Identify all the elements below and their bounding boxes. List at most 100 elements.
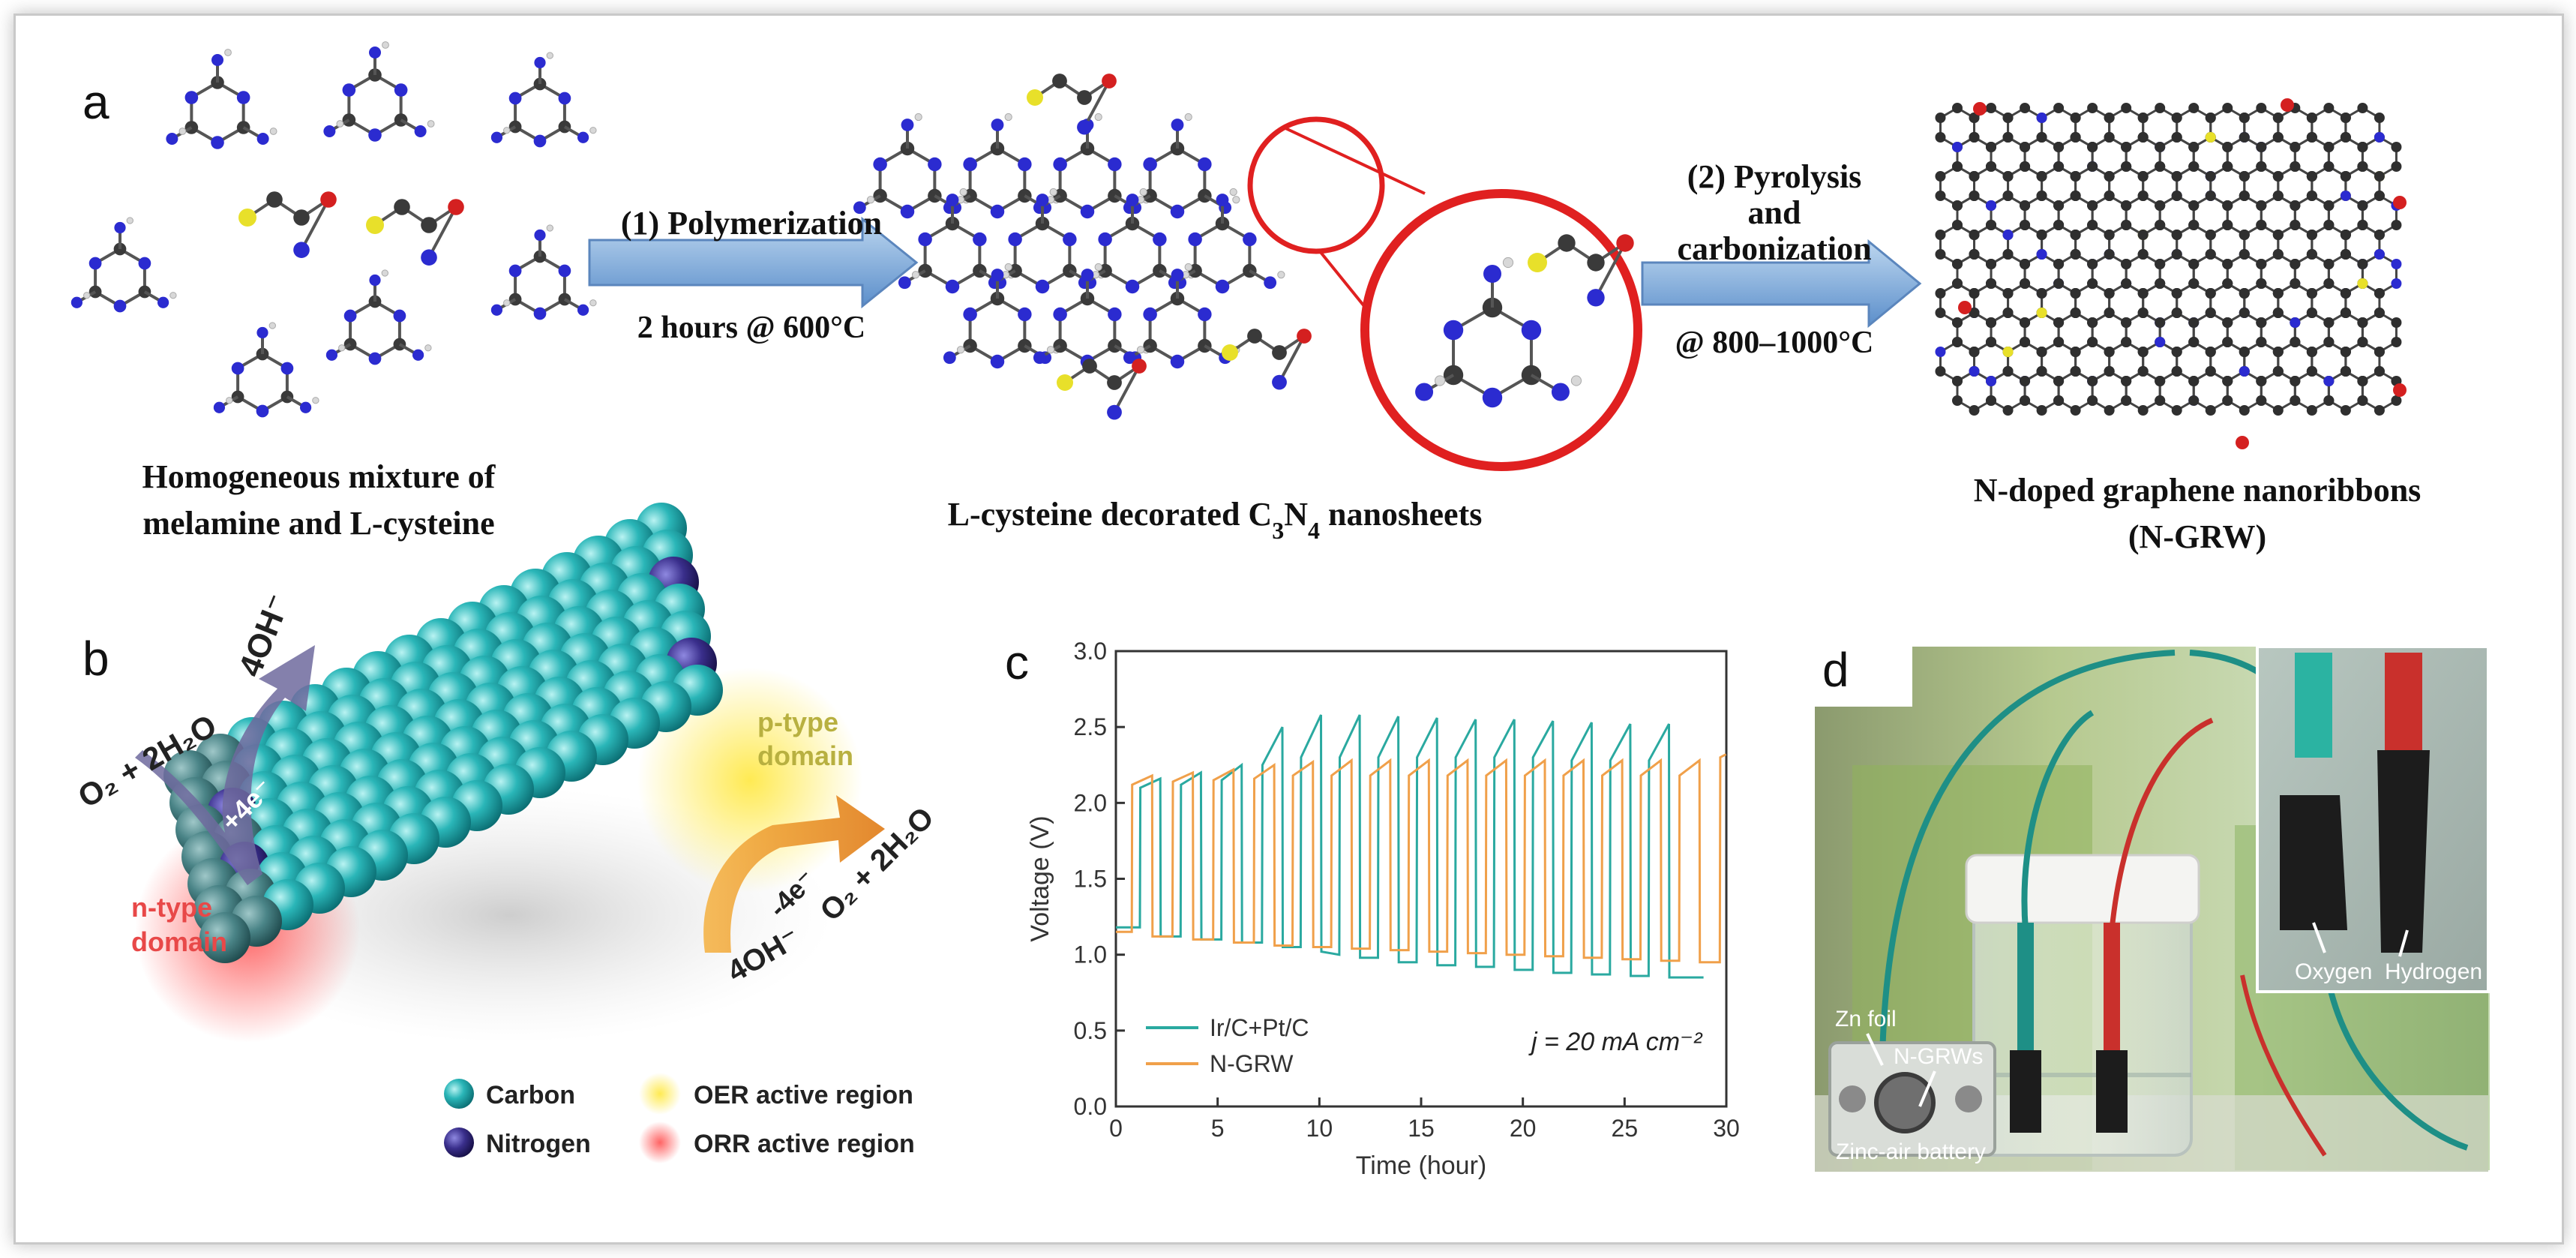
pyrolysis-condition: @ 800–1000°C xyxy=(1675,326,1874,360)
electrode-green xyxy=(2017,923,2034,1065)
x-tick-label: 15 xyxy=(1408,1115,1435,1142)
legend-carbon-label: Carbon xyxy=(486,1081,575,1109)
melamine-molecule xyxy=(490,224,597,320)
panel-a: a (1) Polymerization 2 hours @ 600°C (2)… xyxy=(70,41,2422,555)
zn-foil-pointer xyxy=(1866,1033,1884,1066)
pyrolysis-label-line2: and xyxy=(1748,194,1801,231)
panel-c-letter: c xyxy=(1005,635,1029,689)
triazine-unit xyxy=(943,263,1060,369)
polymerization-arrow xyxy=(588,216,919,309)
mixture-caption-line1: Homogeneous mixture of xyxy=(142,458,496,495)
zoom-triazine-molecule xyxy=(1415,234,1634,408)
zn-foil-label: Zn foil xyxy=(1835,1007,1897,1031)
jar-lid xyxy=(1965,854,2200,924)
pyrolysis-label-line3: carbonization xyxy=(1677,230,1871,267)
oxygen-group xyxy=(2393,383,2407,397)
ptype-label-line1: p-type xyxy=(757,707,838,737)
x-tick-label: 5 xyxy=(1211,1115,1225,1142)
graphene-hexagon xyxy=(1986,366,2031,416)
legend-orr-swatch xyxy=(639,1121,681,1163)
battery-screw-right xyxy=(1955,1085,1982,1112)
zoom-thio-chain xyxy=(1528,234,1634,307)
oxygen-group xyxy=(2236,436,2249,449)
panel-a-letter: a xyxy=(82,75,109,129)
triazine-unit xyxy=(898,188,1015,294)
graphene-hexagon xyxy=(2053,366,2098,416)
electrode-ngrw-right xyxy=(2096,1050,2128,1133)
oxygen-label: Oxygen xyxy=(2295,959,2372,984)
legend-label: Ir/C+Pt/C xyxy=(1210,1014,1309,1041)
electrode-red xyxy=(2104,923,2120,1065)
jar-water-line xyxy=(1974,1073,2191,1077)
wire-red-2 xyxy=(2240,974,2327,1157)
graphene-hexagon xyxy=(2121,366,2166,416)
triazine-unit xyxy=(853,113,970,219)
electrode-ngrw-left xyxy=(2010,1050,2041,1133)
wire-red-1 xyxy=(2109,717,2214,931)
melamine-molecule xyxy=(70,217,177,313)
c3n4-nanosheet xyxy=(853,74,1312,420)
grw-caption-line1: N-doped graphene nanoribbons xyxy=(1974,472,2422,509)
zoom-source-circle xyxy=(1247,116,1385,254)
x-tick-label: 30 xyxy=(1713,1115,1740,1142)
legend-carbon-swatch xyxy=(444,1079,474,1109)
wire-green-1 xyxy=(1879,650,2176,1058)
graphene-hexagon xyxy=(2020,366,2065,416)
ngrws-pointer xyxy=(1918,1070,1936,1107)
graphene-hexagon xyxy=(2323,366,2368,416)
triazine-unit xyxy=(943,113,1060,219)
oxygen-group xyxy=(2393,196,2407,209)
x-tick-label: 10 xyxy=(1306,1115,1333,1142)
y-tick-label: 0.5 xyxy=(1074,1017,1107,1044)
grw-caption-line2: (N-GRW) xyxy=(2128,518,2266,555)
cysteine-substituent xyxy=(1222,329,1312,390)
triazine-unit xyxy=(1123,263,1240,369)
mixture-caption-line2: melamine and L-cysteine xyxy=(142,505,494,542)
graphene-hexagon xyxy=(1952,366,1997,416)
y-tick-label: 3.0 xyxy=(1074,638,1107,665)
ptype-label-line2: domain xyxy=(757,740,853,771)
inset-hydrogen-electrode xyxy=(2377,750,2430,953)
n-graphene-nanoribbon xyxy=(1935,98,2407,449)
x-tick-label: 20 xyxy=(1510,1115,1537,1142)
zoom-detail-circle xyxy=(1360,189,1642,471)
wire-green-2 xyxy=(2021,710,2095,931)
hydrogen-label: Hydrogen xyxy=(2385,959,2482,984)
melamine-molecule xyxy=(323,41,435,142)
y-tick-label: 0.0 xyxy=(1074,1093,1107,1120)
graphene-hexagon xyxy=(2222,366,2267,416)
cysteine-substituent xyxy=(1057,359,1147,420)
triazine-unit xyxy=(1033,263,1150,369)
x-tick-label: 25 xyxy=(1612,1115,1639,1142)
ntype-label-line1: n-type xyxy=(131,892,212,923)
melamine-molecule xyxy=(213,322,319,418)
panel-d: d Zn foil N-GRWs Zinc-air battery Oxyge xyxy=(1815,643,2490,1172)
graphene-hexagon xyxy=(2087,366,2132,416)
oxygen-group xyxy=(2281,98,2294,112)
graphene-hexagon xyxy=(2290,366,2335,416)
cysteine-molecule xyxy=(238,191,337,259)
panel-d-letter-box xyxy=(1815,647,1912,707)
legend-oer-label: OER active region xyxy=(694,1081,913,1109)
melamine-molecule xyxy=(325,269,432,365)
molecule-mixture xyxy=(70,41,597,418)
cysteine-substituent xyxy=(1027,74,1117,135)
y-tick-label: 2.0 xyxy=(1074,789,1107,816)
battery-screw-left xyxy=(1839,1085,1866,1112)
oxygen-group xyxy=(1973,102,1987,116)
ntype-label-line2: domain xyxy=(131,926,227,957)
x-axis-label: Time (hour) xyxy=(1356,1151,1486,1180)
polymerization-label: (1) Polymerization xyxy=(621,205,882,242)
y-tick-label: 2.5 xyxy=(1074,713,1107,740)
hydrogen-pointer xyxy=(2398,929,2409,957)
ngrws-label: N-GRWs xyxy=(1894,1044,1983,1069)
x-tick-label: 0 xyxy=(1109,1115,1123,1142)
oxygen-group xyxy=(1958,301,1972,314)
inset-electrode-red xyxy=(2385,653,2422,758)
polymerization-condition: 2 hours @ 600°C xyxy=(637,311,865,345)
cysteine-molecule xyxy=(366,199,464,266)
inset-oxygen-electrode xyxy=(2280,795,2347,930)
